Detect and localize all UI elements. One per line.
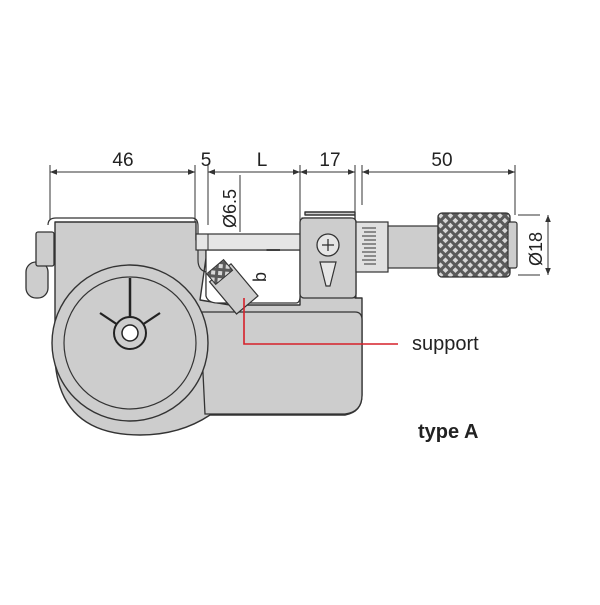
support-pin — [206, 258, 259, 315]
dim-label-17: 17 — [319, 150, 340, 171]
micrometer-body — [25, 211, 518, 436]
dim-label-46: 46 — [112, 150, 133, 171]
spindle-bar — [195, 233, 307, 251]
side-lever — [35, 231, 55, 267]
dial-tick-right — [141, 312, 161, 326]
dial-tick-left — [99, 312, 119, 326]
support-leader — [243, 298, 398, 345]
dim-label-50: 50 — [431, 150, 452, 171]
thimble — [387, 225, 439, 269]
dim-label-5: 5 — [201, 150, 212, 171]
dim-label-b: b — [250, 272, 270, 282]
ratchet-knurl — [437, 212, 511, 278]
barrel-scale — [362, 227, 376, 265]
dim-label-thimble-dia: Ø18 — [526, 232, 546, 266]
dim-label-L: L — [257, 150, 268, 171]
side-knob — [25, 261, 49, 299]
lower-panel — [199, 311, 363, 415]
dim-label-l: l — [264, 248, 284, 252]
lock-lever — [319, 261, 337, 287]
dim-label-spindle-dia: Ø6.5 — [220, 189, 240, 228]
support-label: support — [412, 333, 479, 355]
dial-hub-inner — [121, 324, 139, 342]
ratchet-cap — [507, 221, 518, 269]
dimension-lines — [49, 165, 551, 300]
type-label: type A — [418, 421, 478, 443]
